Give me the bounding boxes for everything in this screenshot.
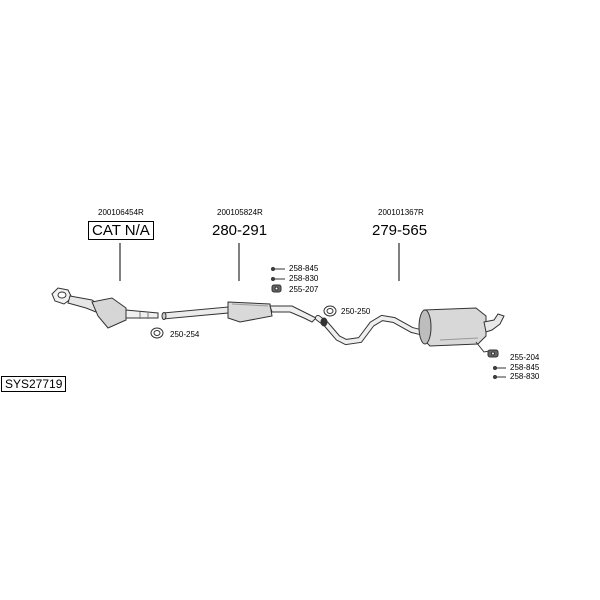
hanger-255-204-icon[interactable] — [487, 349, 499, 358]
system-code: SYS27719 — [1, 376, 67, 392]
fitting-label-258-845-b[interactable]: 258-845 — [510, 363, 540, 372]
clamp-250-250-icon[interactable] — [323, 305, 337, 317]
bolt-258-845-icon[interactable] — [271, 267, 286, 271]
hanger-255-207-icon[interactable] — [271, 284, 282, 293]
part-number-middle[interactable]: 280-291 — [212, 222, 268, 239]
catalyst-assembly[interactable] — [51, 287, 159, 329]
fitting-label-250-254[interactable]: 250-254 — [170, 330, 200, 339]
part-number-catalyst[interactable]: CAT N/A — [88, 221, 154, 240]
fitting-label-258-830-b[interactable]: 258-830 — [510, 372, 540, 381]
bolt-258-845-b-icon[interactable] — [493, 366, 507, 370]
fitting-label-258-845-a[interactable]: 258-845 — [289, 264, 319, 273]
fitting-label-258-830-a[interactable]: 258-830 — [289, 274, 319, 283]
fitting-label-255-204[interactable]: 255-204 — [510, 353, 540, 362]
part-number-rear[interactable]: 279-565 — [372, 222, 428, 239]
bolt-258-830-b-icon[interactable] — [493, 375, 507, 379]
fitting-label-250-250[interactable]: 250-250 — [341, 307, 371, 316]
bolt-258-830-icon[interactable] — [271, 277, 286, 281]
fitting-label-255-207[interactable]: 255-207 — [289, 285, 319, 294]
middle-silencer-assembly[interactable] — [161, 301, 317, 323]
section-ref-rear: 200101367R — [378, 208, 424, 217]
rear-silencer-assembly[interactable] — [315, 307, 505, 353]
clamp-250-254-icon[interactable] — [150, 327, 164, 339]
section-ref-middle: 200105824R — [217, 208, 263, 217]
section-ref-catalyst: 200106454R — [98, 208, 144, 217]
